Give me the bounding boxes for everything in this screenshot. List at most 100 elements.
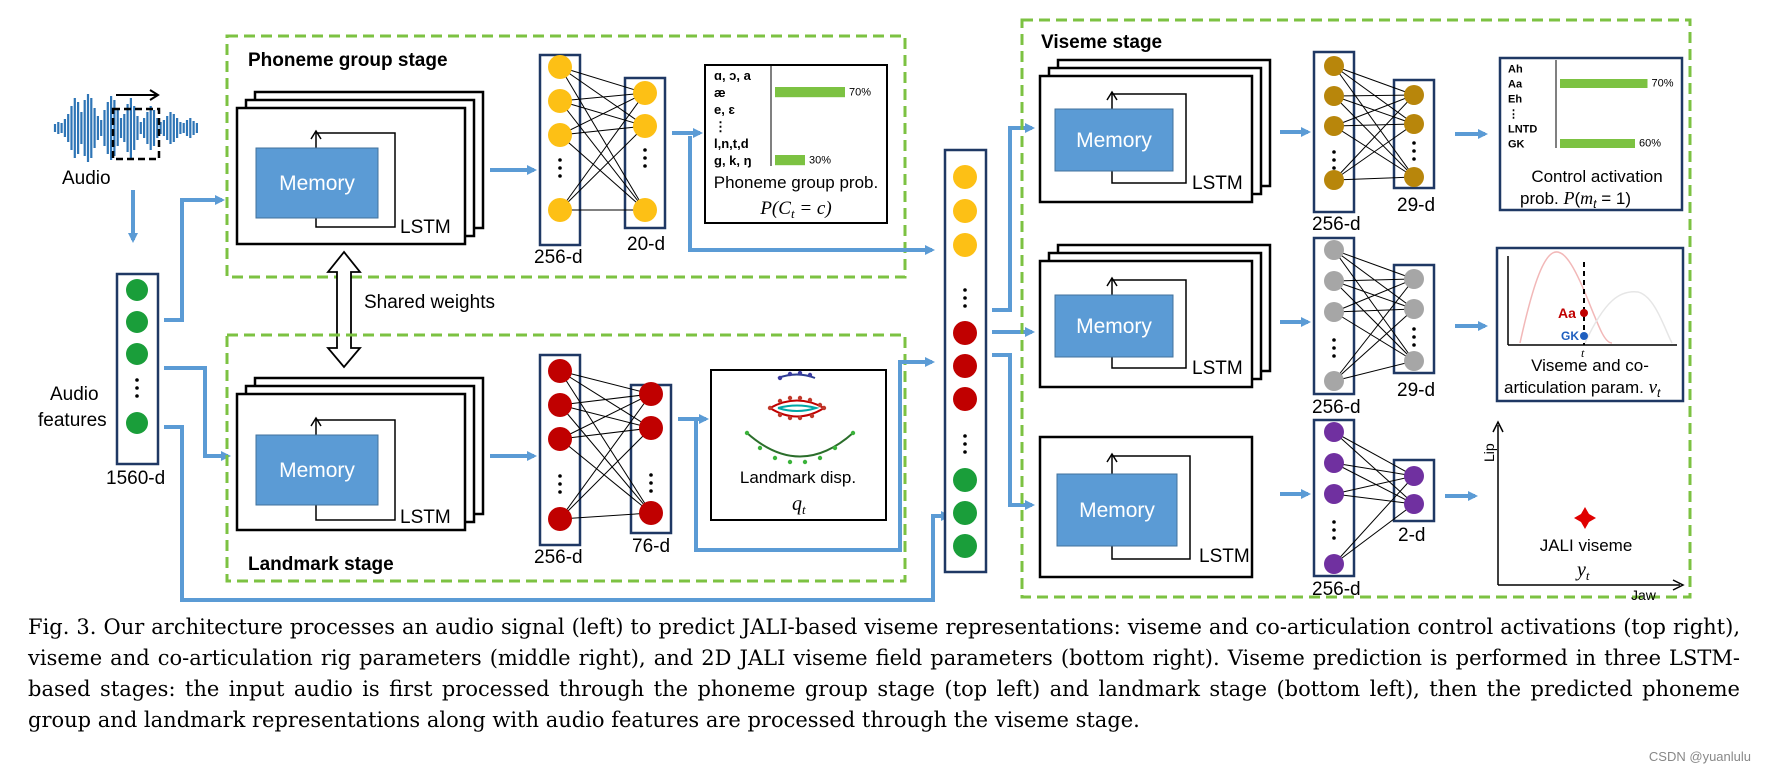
concat-to-viseme-bottom-arrow [992,353,1035,510]
neuron-node [953,165,977,189]
chart-row-label: LNTD [1508,124,1537,136]
phoneme-memory-cell [255,147,379,219]
chart-row-label: e, ɛ [714,102,735,117]
chart-row-label: g, k, ŋ [714,153,752,168]
chart-bar [1560,79,1648,88]
neuron-node [548,89,572,113]
neuron-node [1404,494,1424,514]
neuron-node [1324,116,1344,136]
chart-row-label: Ah [1508,64,1523,76]
chart-row-label: æ [714,85,726,100]
viseme-bottom-dim-a: 256-d [1312,579,1361,600]
neuron-node [1404,269,1424,289]
neuron-node [1324,371,1344,391]
neuron-node [953,199,977,223]
phoneme-chart-caption: Phoneme group prob. [714,173,878,192]
neuron-node [953,468,977,492]
neuron-node [1324,240,1344,260]
landmark-face-points [744,370,856,465]
viseme-bottom-memory-cell [1056,473,1178,547]
svg-text:LSTM: LSTM [400,217,451,238]
window-direction-arrow [149,89,160,101]
viseme-stage-box [1020,18,1692,599]
neuron-node [1404,114,1424,134]
chart-row-label: l,n,t,d [714,136,749,151]
viseme-top-256-nodes [1324,56,1344,190]
neuron-node [1324,453,1344,473]
landmark-connections [559,370,652,520]
svg-text:LSTM: LSTM [1192,358,1243,379]
neuron-node [1404,85,1424,105]
concatenated-nodes [953,165,977,558]
neuron-node [126,343,148,365]
landmark-lstm-stack: Memory LSTM [235,376,485,532]
landmark-memory-cell [255,434,379,506]
svg-text:LSTM: LSTM [1192,173,1243,194]
landmark-dim-b: 76-d [632,536,670,557]
phoneme-lstm-stack: Memory LSTM [235,90,485,246]
chart-bar-label: 70% [1652,77,1674,89]
neuron-node [548,507,572,531]
neuron-node [633,114,657,138]
neuron-node [633,198,657,222]
neuron-node [1324,484,1344,504]
control-activation-formula: prob. P(mt = 1) [1520,188,1631,211]
chart-bar [775,87,845,98]
jali-caption: JALI viseme [1540,536,1633,555]
viseme-middle-connections [1333,249,1415,382]
neuron-node [1404,299,1424,319]
neuron-node [548,123,572,147]
svg-text:Memory: Memory [1076,315,1152,338]
chart-row-label: ɑ, ɔ, a [714,68,752,83]
neuron-node [126,311,148,333]
chart-bar [775,155,805,166]
chart-bar [1560,139,1635,148]
viseme-middle-lstm-stack: Memory LSTM [1038,243,1272,389]
chart-row-label: ⋮ [714,119,727,134]
viseme-top-29-nodes [1404,85,1424,187]
neuron-node [953,534,977,558]
shared-weights-label: Shared weights [364,292,495,313]
neuron-node [953,321,977,345]
landmark-to-viseme-arrow [694,357,935,552]
viseme-top-connections [1333,65,1415,181]
chart-row-label: ⋮ [1508,109,1519,121]
neuron-node [953,233,977,257]
viseme-top-dim-a: 256-d [1312,214,1361,235]
phoneme-256-nodes [548,55,572,222]
viseme-top-dim-b: 29-d [1397,195,1435,216]
svg-text:Memory: Memory [1076,129,1152,152]
chart-bar-label: 70% [849,87,871,99]
window-box [111,107,161,161]
jali-viseme-plot: Lip Jaw [1481,420,1685,603]
svg-text:Memory: Memory [279,172,355,195]
neuron-node [126,412,148,434]
viseme-top-memory-cell [1054,108,1174,172]
jali-viseme-point [1574,507,1596,529]
phoneme-stage-title: Phoneme group stage [248,50,448,71]
neuron-node [548,393,572,417]
viseme-bottom-2-nodes [1404,466,1424,514]
neuron-node [953,354,977,378]
jali-formula: yt [1575,559,1590,583]
viseme-stage-title: Viseme stage [1041,32,1162,53]
landmark-stage-title: Landmark stage [248,554,394,575]
chart-bar-label: 60% [1639,137,1661,149]
chart-row-label: Eh [1508,94,1522,106]
neuron-node [548,427,572,451]
viseme-param-tick: t [1581,346,1585,360]
phoneme-chart-formula: P(Ct = c) [759,198,831,221]
viseme-param-chart [1495,246,1685,403]
neuron-node [126,279,148,301]
landmark-256-nodes [548,359,572,531]
neuron-node [1404,167,1424,187]
viseme-middle-dim-b: 29-d [1397,380,1435,401]
neuron-node [1324,271,1344,291]
neuron-node [1404,351,1424,371]
audio-label: Audio [62,168,111,189]
landmark-76-nodes [639,382,663,525]
viseme-top-lstm-stack: Memory LSTM [1038,58,1272,204]
neuron-node [1324,86,1344,106]
